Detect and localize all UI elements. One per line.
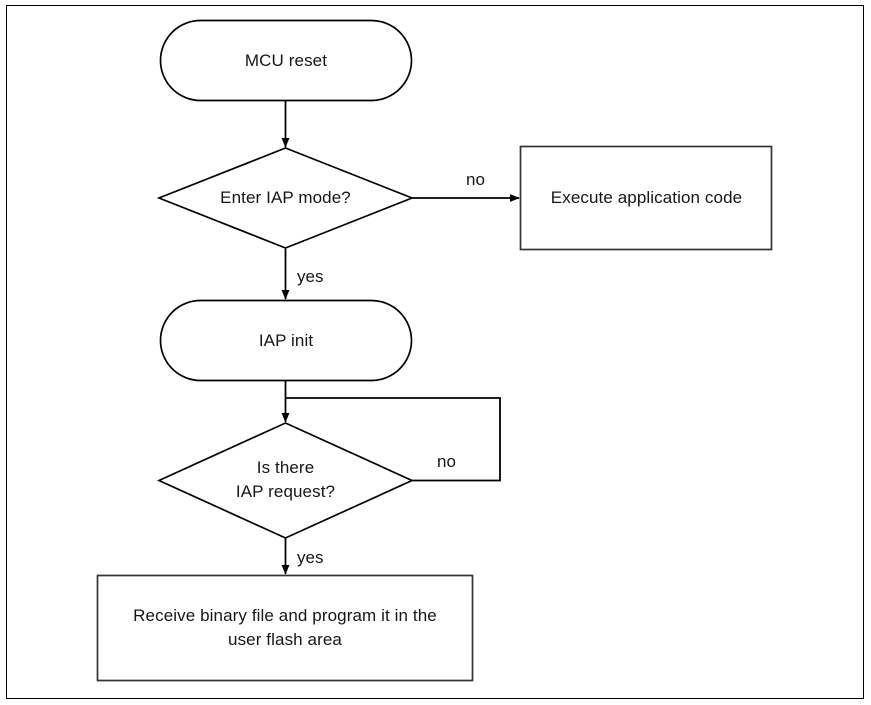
- edge-label-decision2-no: no: [437, 452, 456, 471]
- label-receive-binary: Receive binary file and program it in th…: [133, 606, 437, 649]
- label-mcu-reset: MCU reset: [244, 50, 328, 70]
- label-execute-application-code: Execute application code: [550, 188, 743, 207]
- label-iap-init: IAP init: [258, 330, 314, 350]
- label-enter-iap-mode: Enter IAP mode?: [220, 188, 351, 207]
- edge-label-decision1-yes: yes: [297, 267, 324, 286]
- edge-label-decision1-no: no: [466, 170, 485, 189]
- edge-label-decision2-yes: yes: [297, 548, 324, 567]
- shape-execute-application-code: [519, 145, 773, 251]
- edge-decision2-no-loopback: [285, 397, 501, 482]
- label-is-there-iap-request: Is there IAP request?: [235, 458, 336, 501]
- shape-receive-binary: [96, 574, 474, 682]
